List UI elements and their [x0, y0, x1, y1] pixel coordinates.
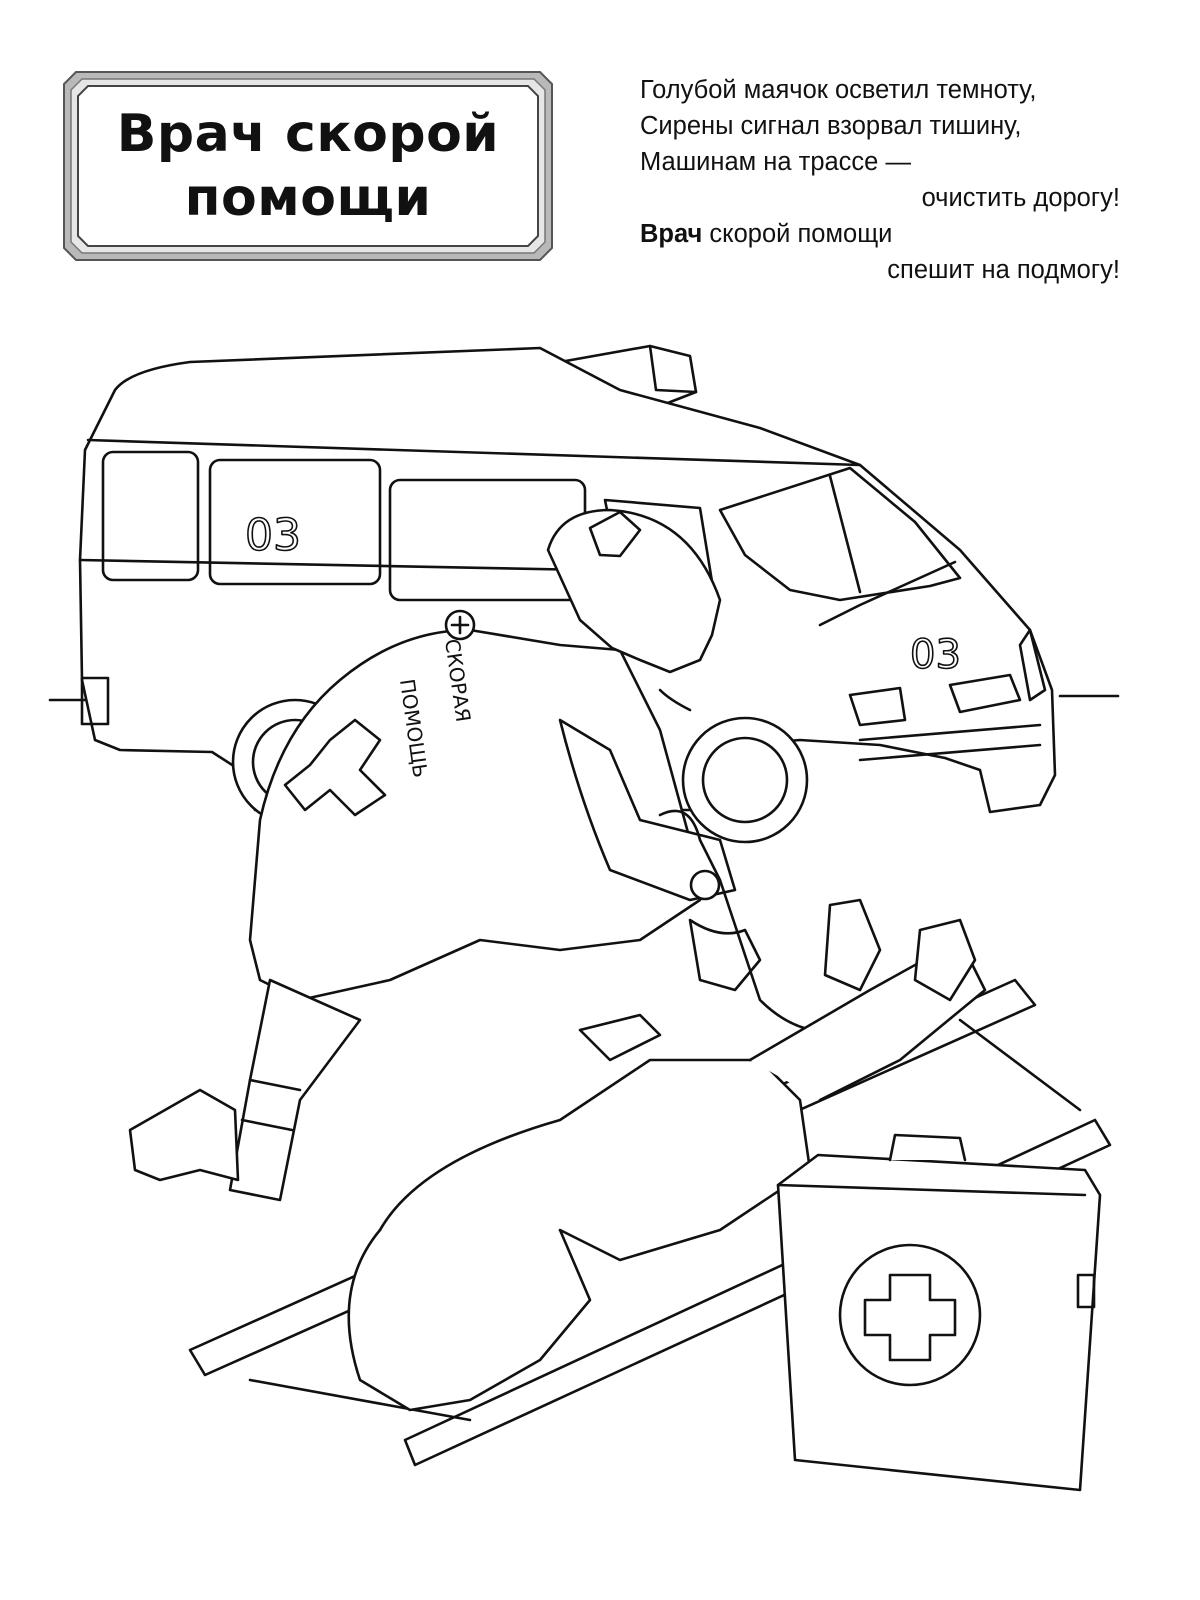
paramedic-head	[546, 508, 722, 674]
poem-line-5-rest: скорой помощи	[702, 220, 893, 248]
poem-line-3: Машинам на трассе —	[640, 148, 911, 176]
first-aid-case	[776, 1133, 1102, 1492]
poem-line-4: очистить дорогу!	[921, 184, 1120, 212]
title-plaque: Врач скорой помощи	[62, 70, 554, 262]
poem-bold-word: Врач	[640, 220, 703, 248]
plaque-frame	[63, 71, 553, 261]
poem-line-2: Сирены сигнал взорвал тишину,	[640, 112, 1022, 140]
poem-line-6: спешит на подмогу!	[887, 256, 1120, 284]
patient	[347, 898, 987, 1412]
van-window-1	[101, 450, 200, 582]
van-wheel-front	[681, 716, 809, 844]
poem: Голубой маячок осветил темноту, Сирены с…	[640, 72, 1120, 288]
van-window-2	[208, 458, 382, 586]
coloring-illustration: 03 03 СКОРАЯ ПОМОЩЬ	[0, 300, 1200, 1600]
van-side-number: 03	[245, 510, 301, 561]
van-hood-number: 03	[910, 632, 961, 678]
page-title: Врач скорой помощи	[62, 70, 554, 262]
poem-line-5: Врач скорой помощи	[640, 216, 1120, 252]
paramedic-boot	[128, 1088, 240, 1182]
title-line-2: помощи	[184, 168, 432, 228]
paramedic: СКОРАЯ ПОМОЩЬ	[128, 508, 762, 1202]
poem-line-1: Голубой маячок осветил темноту,	[640, 76, 1037, 104]
title-line-1: Врач скорой	[116, 104, 500, 164]
